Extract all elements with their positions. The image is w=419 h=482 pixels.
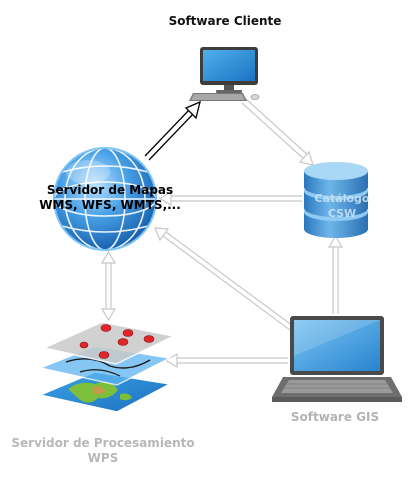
arrow-catalog-to-map: [158, 190, 302, 207]
wps-title: Servidor de Procesamiento: [11, 436, 195, 450]
arrow-map-wps: [100, 250, 117, 322]
arrow-client-to-catalog: [241, 98, 314, 166]
arrow-gis-to-wps: [164, 352, 288, 369]
map-layers-icon: [37, 321, 177, 413]
catalog-label: Catálogo CSW: [300, 191, 384, 221]
monitor-icon: [189, 47, 260, 101]
connector-arrows: [100, 98, 344, 369]
map-server-title: Servidor de Mapas: [46, 183, 174, 197]
catalog-title: Catálogo: [314, 192, 370, 205]
map-server-services: WMS, WFS, WMTS,...: [39, 198, 181, 212]
laptop-icon: [272, 316, 402, 402]
client-label: Software Cliente: [168, 14, 282, 28]
database-icon: [304, 162, 368, 238]
globe-icon: [53, 147, 157, 251]
wps-label: Servidor de Procesamiento WPS: [8, 436, 198, 466]
arrow-map-to-client: [144, 100, 201, 161]
catalog-service: CSW: [327, 207, 357, 220]
arrow-gis-to-map: [154, 227, 294, 331]
arrow-gis-to-catalog: [327, 234, 344, 314]
wps-service: WPS: [87, 451, 119, 465]
map-server-label: Servidor de Mapas WMS, WFS, WMTS,...: [30, 183, 190, 213]
gis-label: Software GIS: [290, 410, 380, 424]
